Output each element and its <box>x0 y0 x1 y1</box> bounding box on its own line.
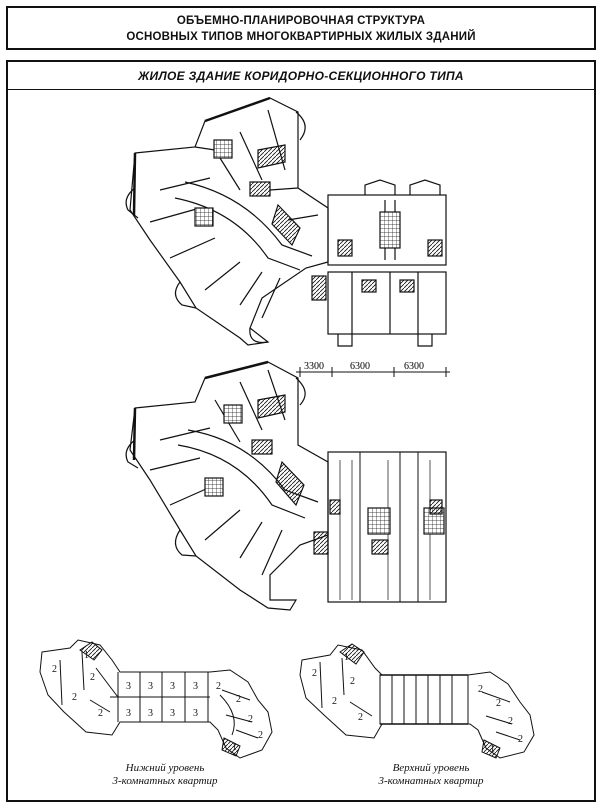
room-label: 2 <box>508 716 513 727</box>
room-label: 2 <box>518 734 523 745</box>
room-label: 1 <box>232 742 237 753</box>
room-label: 2 <box>248 714 253 725</box>
room-label: 3 <box>148 708 153 719</box>
dimension-label-1: 3300 <box>304 361 324 372</box>
dimension-line <box>296 367 450 377</box>
main-diagram-frame: ЖИЛОЕ ЗДАНИЕ КОРИДОРНО-СЕКЦИОННОГО ТИПА <box>6 60 596 802</box>
room-label: 2 <box>236 694 241 705</box>
plan-lower-left <box>39 639 273 759</box>
room-label: 3 <box>126 708 131 719</box>
room-label: 3 <box>170 708 175 719</box>
room-label: 2 <box>478 684 483 695</box>
room-label: 3 <box>148 681 153 692</box>
room-label: 1 <box>84 650 89 661</box>
room-label: 1 <box>344 652 349 663</box>
room-label: 2 <box>496 698 501 709</box>
caption-upper-level-line-1: Верхний уровень <box>392 762 470 774</box>
caption-upper-level: Верхний уровень 3-комнатных квартир <box>356 762 506 788</box>
room-label: 3 <box>193 708 198 719</box>
section-title: ЖИЛОЕ ЗДАНИЕ КОРИДОРНО-СЕКЦИОННОГО ТИПА <box>8 62 594 90</box>
caption-lower-level-line-1: Нижний уровень <box>125 762 205 774</box>
dimension-label-3: 6300 <box>404 361 424 372</box>
room-label: 2 <box>258 730 263 741</box>
room-labels-right: 1 2 2 2 2 2 2 2 2 1 <box>312 652 523 755</box>
room-label: 1 <box>490 744 495 755</box>
room-label: 2 <box>52 664 57 675</box>
caption-lower-level: Нижний уровень 3-комнатных квартир <box>90 762 240 788</box>
room-labels-left: 1 2 2 2 2 3 3 3 3 3 3 3 3 2 2 2 2 1 <box>52 650 263 753</box>
room-label: 2 <box>98 708 103 719</box>
caption-lower-level-line-2: 3-комнатных квартир <box>112 775 218 787</box>
room-label: 3 <box>126 681 131 692</box>
room-label: 3 <box>193 681 198 692</box>
room-label: 2 <box>216 681 221 692</box>
plan-middle <box>125 360 447 611</box>
room-label: 2 <box>312 668 317 679</box>
header-title-line-2: ОСНОВНЫХ ТИПОВ МНОГОКВАРТИРНЫХ ЖИЛЫХ ЗДА… <box>126 31 476 43</box>
header-title-line-1: ОБЪЕМНО-ПЛАНИРОВОЧНАЯ СТРУКТУРА <box>176 15 426 27</box>
room-label: 2 <box>332 696 337 707</box>
room-label: 2 <box>72 692 77 703</box>
room-label: 2 <box>90 672 95 683</box>
dimension-label-2: 6300 <box>350 361 370 372</box>
room-label: 3 <box>170 681 175 692</box>
room-label: 2 <box>358 712 363 723</box>
plan-top <box>125 96 447 347</box>
plan-lower-right <box>299 643 535 759</box>
header-title-box: ОБЪЕМНО-ПЛАНИРОВОЧНАЯ СТРУКТУРА ОСНОВНЫХ… <box>6 6 596 50</box>
caption-upper-level-line-2: 3-комнатных квартир <box>378 775 484 787</box>
room-label: 2 <box>350 676 355 687</box>
